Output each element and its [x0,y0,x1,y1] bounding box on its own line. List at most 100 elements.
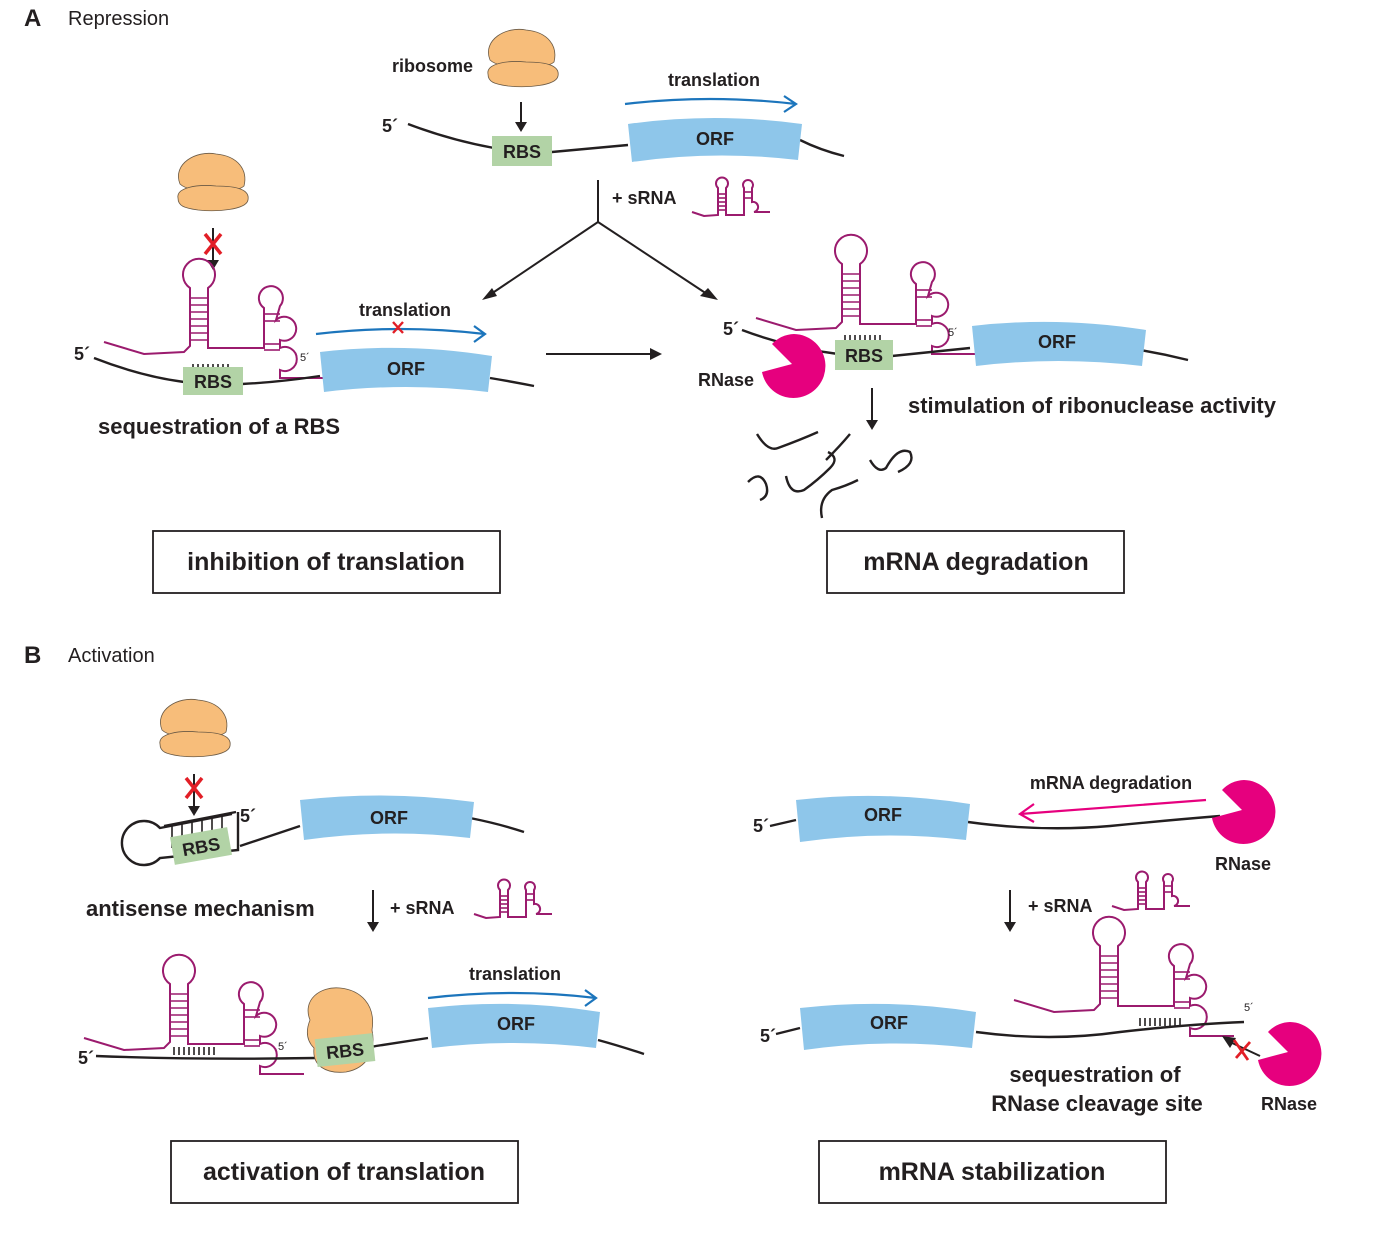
block-x-icon [392,321,404,334]
degradation-label: mRNA degradation [1030,773,1192,793]
ribosome-icon [177,152,249,212]
rnase-icon [1212,780,1276,844]
five-prime-label: 5´ [78,1048,94,1068]
bound-srna-icon [1013,915,1235,1037]
rbs-box [170,827,232,865]
rbs-label: RBS [194,372,232,392]
translation-label: translation [469,964,561,984]
five-prime-label: 5´ [74,344,90,364]
mrna-degradation-label: mRNA degradation [863,548,1088,576]
five-prime-label: 5´ [753,816,769,836]
orf-label: ORF [387,359,425,379]
activation-of-translation-box [170,1140,519,1204]
orf-label: ORF [870,1013,908,1033]
rbs-label: RBS [503,142,541,162]
rnase-label: RNase [1261,1094,1317,1114]
mrna-strand [93,356,535,388]
rbs-box [314,1033,376,1068]
five-prime-label: 5´ [382,116,398,136]
mrna-fragments-icon [747,430,913,519]
arrow-head-icon [367,922,379,932]
five-prime-label: 5´ [760,1026,776,1046]
ribosome-icon [487,28,559,88]
rbs-box-group: RBS [314,1033,376,1068]
branch-left-arrow [487,221,599,297]
ribosome-icon [159,698,231,758]
arrow-head-icon [700,288,718,300]
mrna-strand [769,814,1221,830]
orf-box [800,1003,976,1050]
orf-box [796,795,970,842]
rbs-box [183,367,243,395]
orf-label: ORF [370,808,408,828]
rbs-box-group: RBS [170,827,232,865]
add-srna-label: + sRNA [1028,896,1093,916]
rnase-label: RNase [1215,854,1271,874]
sequestration-caption-line1: sequestration of [1009,1062,1181,1087]
translation-arrow [624,95,798,113]
sequestration-caption-line2: RNase cleavage site [991,1091,1203,1116]
orf-box [628,118,802,162]
srna-five-prime-label: 5´ [300,352,310,364]
activation-of-translation-label: activation of translation [203,1158,485,1186]
add-srna-label: + sRNA [390,898,455,918]
mrna-strand [95,1036,645,1060]
base-pairing-marks [173,1047,215,1055]
block-x-icon [1232,1039,1252,1061]
five-prime-label: 5´ [723,319,739,339]
translation-arrow [427,989,598,1007]
blocked-translation-arrow [315,325,487,343]
base-pairing-marks [1139,1018,1181,1026]
mrna-stabilization-box [818,1140,1167,1204]
arrow-head-icon [1222,1036,1236,1048]
panel-a-title: Repression [68,8,169,30]
arrow-head-icon [1004,922,1016,932]
rnase-icon [1258,1022,1322,1086]
mrna-strand [163,810,525,848]
mrna-degradation-box [826,530,1125,594]
bound-srna-icon [103,257,325,379]
sequestration-caption: sequestration of a RBS [98,414,340,439]
rbs-label: RBS [845,346,883,366]
rnase-label: RNase [698,370,754,390]
srna-five-prime-label: 5´ [278,1041,288,1053]
srna-five-prime-label: 5´ [948,327,958,339]
srna-icon [473,878,553,919]
panel-a-letter: A [24,5,41,32]
mrna-strand [775,1020,1245,1039]
degradation-direction-arrow [1017,798,1207,823]
rbs-box [492,136,552,166]
arrow-head-icon [650,348,662,360]
mrna-stabilization-label: mRNA stabilization [879,1158,1106,1186]
arrow-head-icon [515,122,527,132]
orf-box [320,347,492,392]
panel-b-title: Activation [68,645,155,667]
ribosome-label: ribosome [392,56,473,76]
arrow-head-icon [866,420,878,430]
inhibition-of-translation-label: inhibition of translation [187,548,465,576]
srna-icon [1111,870,1191,911]
hairpin-five-prime-label: 5´ [240,806,256,826]
block-x-icon [203,232,223,256]
orf-box [972,321,1146,366]
block-x-icon [184,776,204,800]
arrow-head-icon [482,288,497,300]
branch-right-arrow [597,221,711,297]
add-srna-label: + sRNA [612,188,677,208]
translation-label: translation [668,70,760,90]
orf-label: ORF [1038,332,1076,352]
srna-icon [691,176,771,217]
hairpin-mrna [120,812,240,867]
orf-label: ORF [696,129,734,149]
orf-box [428,1003,600,1048]
orf-box [300,795,474,840]
srna-five-prime-label: 5´ [1244,1002,1254,1014]
inhibition-of-translation-box [152,530,501,594]
translation-label: translation [359,300,451,320]
antisense-caption: antisense mechanism [86,896,315,921]
orf-label: ORF [864,805,902,825]
rbs-label: RBS [325,1039,365,1063]
panel-b-letter: B [24,642,41,669]
arrow-head-icon [188,806,200,816]
